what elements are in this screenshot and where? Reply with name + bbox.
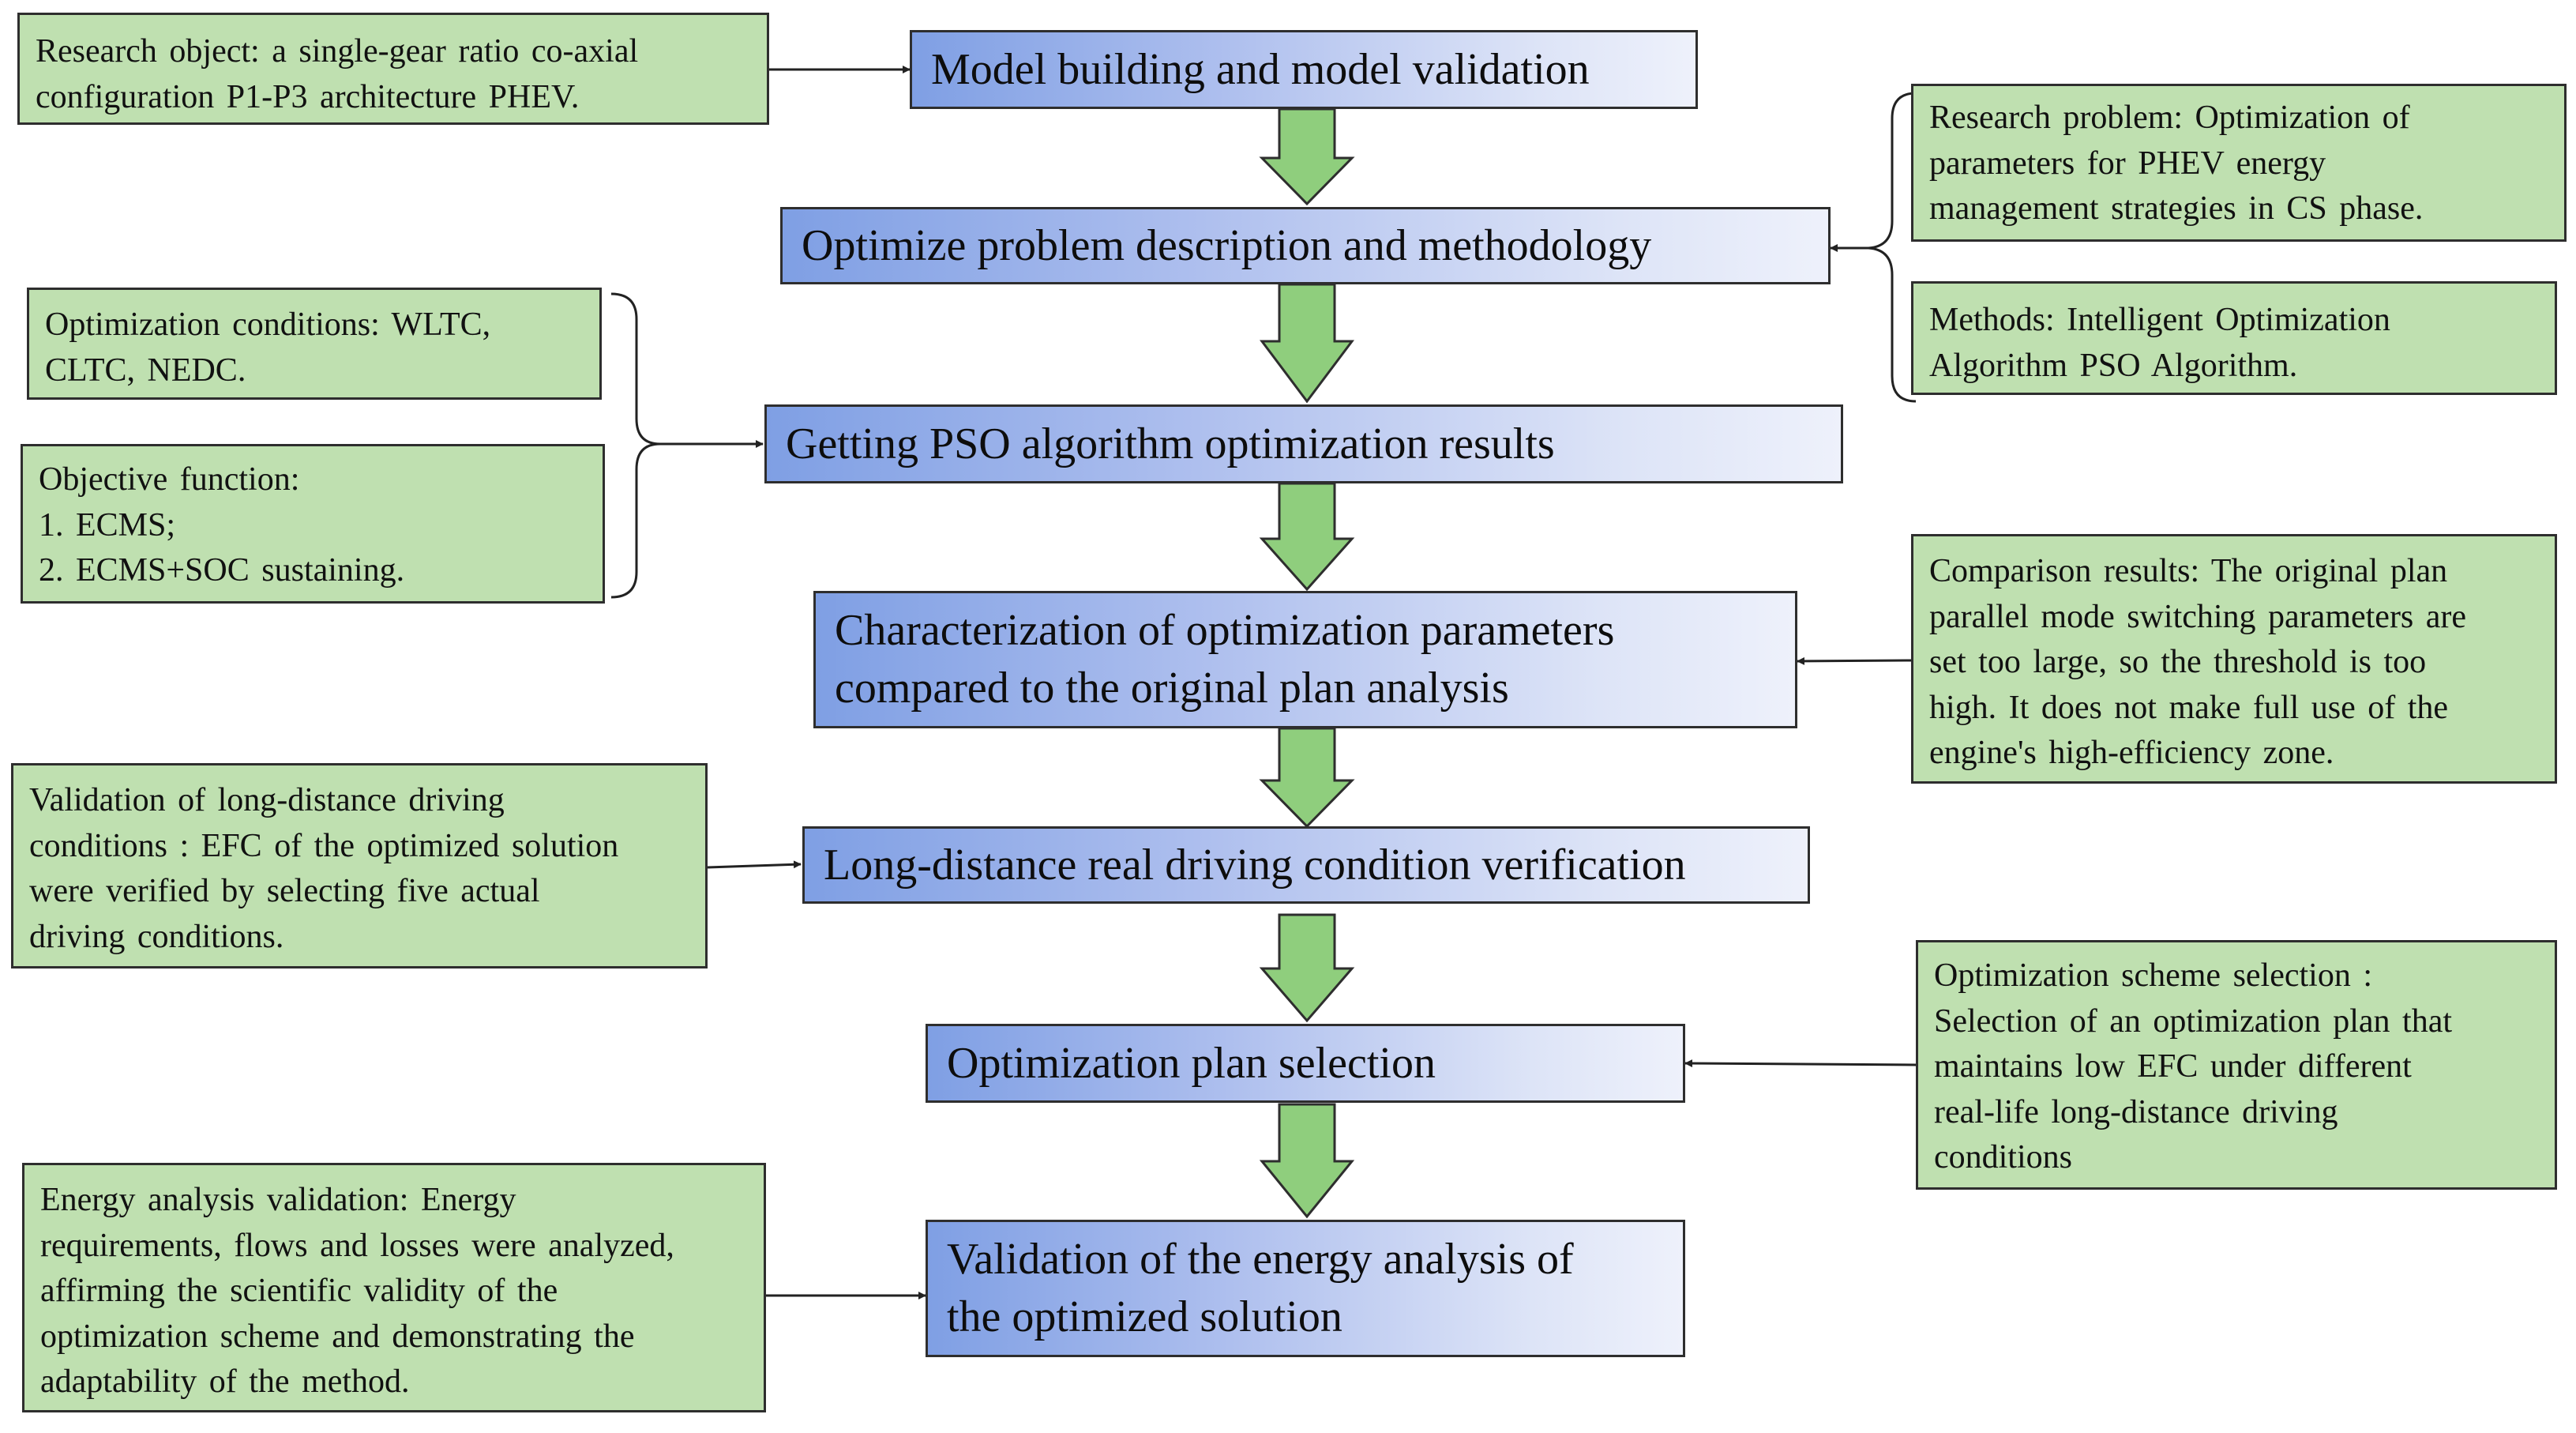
note-validation-long-distance: Validation of long-distance driving cond… <box>11 763 708 968</box>
connector-comparison <box>1797 656 1912 665</box>
flow-arrow-2 <box>1260 283 1354 404</box>
step-label: Optimize problem description and methodo… <box>802 220 1652 270</box>
brace-right-research <box>1868 92 1917 403</box>
step-label: Optimization plan selection <box>947 1038 1436 1088</box>
step-pso-results: Getting PSO algorithm optimization resul… <box>764 404 1843 483</box>
connector-scheme-selection <box>1684 1059 1917 1068</box>
note-research-object: Research object: a single-gear ratio co-… <box>17 13 769 125</box>
step-label-line: Characterization of optimization paramet… <box>835 606 1615 656</box>
step-optimize-problem: Optimize problem description and methodo… <box>780 207 1831 284</box>
brace-left-conditions <box>610 292 661 599</box>
note-optimization-conditions: Optimization conditions: WLTC, CLTC, NED… <box>27 288 602 400</box>
note-scheme-selection: Optimization scheme selection : Selectio… <box>1916 940 2557 1190</box>
step-label: Long-distance real driving condition ver… <box>824 840 1686 890</box>
step-model-building: Model building and model validation <box>910 30 1698 109</box>
note-methods: Methods: Intelligent Optimization Algori… <box>1911 281 2557 395</box>
connector-validation-long-distance <box>707 860 802 869</box>
step-plan-selection: Optimization plan selection <box>926 1024 1685 1103</box>
step-characterization: Characterization of optimization paramet… <box>813 591 1797 728</box>
flow-arrow-1 <box>1259 107 1355 206</box>
step-label-line: compared to the original plan analysis <box>835 664 1509 713</box>
step-label-line: the optimized solution <box>947 1292 1342 1341</box>
step-label-line: Validation of the energy analysis of <box>947 1235 1574 1284</box>
note-objective-function: Objective function: 1. ECMS; 2. ECMS+SOC… <box>21 444 605 604</box>
flow-arrow-5 <box>1259 913 1355 1023</box>
flow-arrow-3 <box>1259 482 1355 592</box>
step-label: Model building and model validation <box>931 44 1590 94</box>
flow-arrow-4 <box>1259 727 1355 829</box>
note-comparison-results: Comparison results: The original plan pa… <box>1911 534 2557 784</box>
note-energy-analysis: Energy analysis validation: Energy requi… <box>22 1163 766 1412</box>
flow-arrow-6 <box>1259 1103 1355 1219</box>
note-research-problem: Research problem: Optimization of parame… <box>1911 84 2567 242</box>
step-energy-validation: Validation of the energy analysis of the… <box>926 1220 1685 1357</box>
step-long-distance-verification: Long-distance real driving condition ver… <box>802 826 1810 904</box>
step-label: Getting PSO algorithm optimization resul… <box>786 419 1555 468</box>
